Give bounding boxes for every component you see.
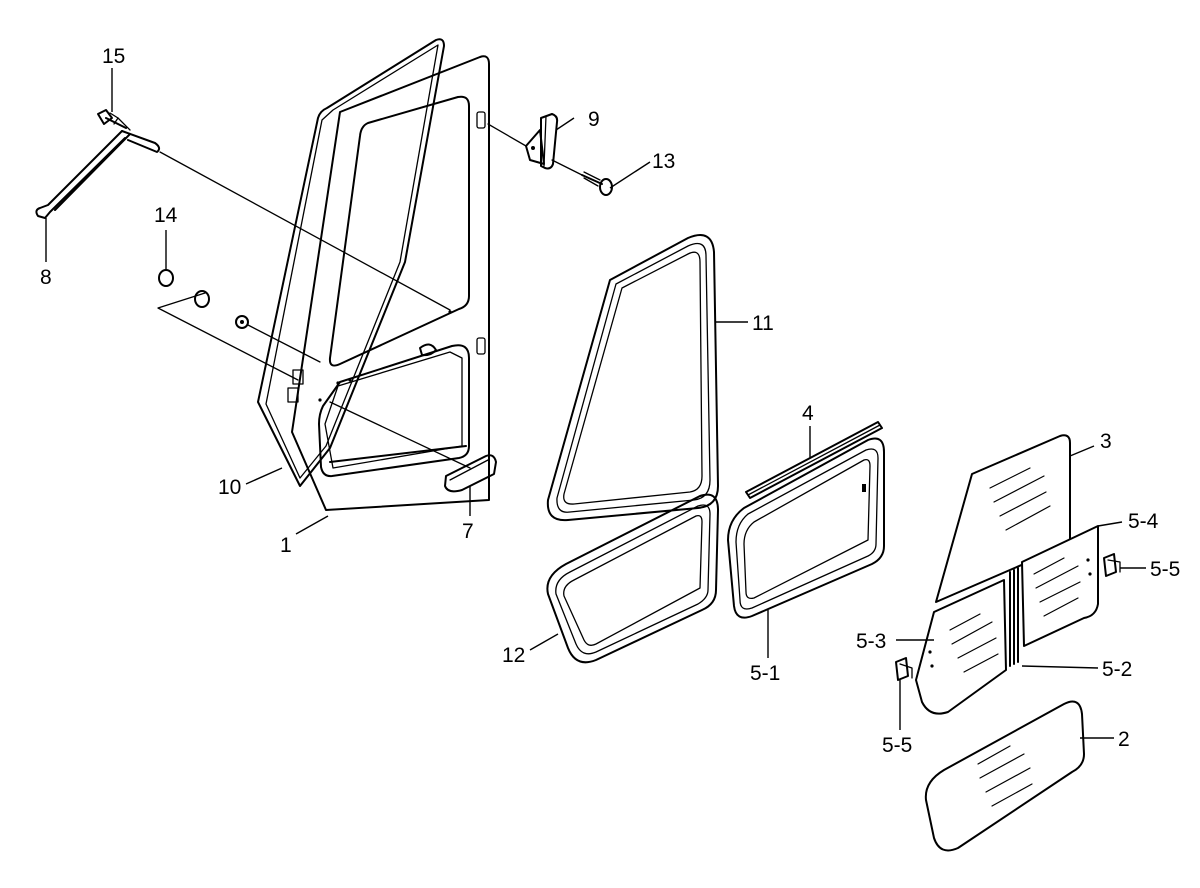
part-4-window-channel: [745, 421, 883, 499]
part-5-5-latch-left: [895, 657, 913, 681]
part-5-5-latch-right: [1103, 553, 1121, 577]
part-1-door-frame: [287, 55, 490, 511]
callout-2: 2: [1118, 728, 1130, 751]
part-10-door-seal: [257, 38, 445, 487]
part-15-bolt: [97, 109, 127, 129]
callout-1: 1: [280, 534, 292, 557]
callout-4: 4: [802, 402, 814, 425]
callout-3: 3: [1100, 430, 1112, 453]
part-9-hinge: [525, 113, 559, 170]
part-13-screw: [581, 171, 613, 196]
callout-9: 9: [588, 108, 600, 131]
part-5-2-centre-seal: [1009, 567, 1019, 667]
callout-14: 14: [154, 204, 178, 227]
callout-10: 10: [218, 476, 241, 499]
callout-labels: 15 8 14 9 13 11 4 10 1 7 12 5-1 3 5-4 5-…: [40, 45, 1180, 757]
part-14-nut-and-washers: [158, 269, 249, 329]
part-5-1-sliding-window-frame: [727, 437, 885, 619]
part-5-3-left-sliding-glass: [915, 579, 1007, 715]
callout-5-5-left: 5-5: [882, 734, 912, 757]
part-2-lower-glass: [924, 700, 1085, 852]
callout-5-3: 5-3: [856, 630, 886, 653]
assembly-lines: [117, 117, 583, 469]
part-11-upper-window-seal: [546, 234, 719, 522]
callout-11: 11: [752, 312, 774, 335]
callout-5-5-right: 5-5: [1150, 558, 1180, 581]
part-7-door-handle: [444, 454, 497, 493]
callout-5-2: 5-2: [1102, 658, 1132, 681]
callout-15: 15: [102, 45, 125, 68]
callout-7: 7: [462, 520, 474, 543]
callout-13: 13: [652, 150, 675, 173]
callout-5-1: 5-1: [750, 662, 780, 685]
part-3-upper-glass: [935, 434, 1071, 603]
part-8-handle-rod: [35, 130, 161, 219]
callout-8: 8: [40, 266, 52, 289]
callout-5-4: 5-4: [1128, 510, 1159, 533]
part-5-4-right-sliding-glass: [1021, 525, 1099, 647]
part-12-lower-window-seal: [546, 493, 719, 664]
callout-12: 12: [502, 644, 525, 667]
leader-lines: [45, 68, 1146, 739]
